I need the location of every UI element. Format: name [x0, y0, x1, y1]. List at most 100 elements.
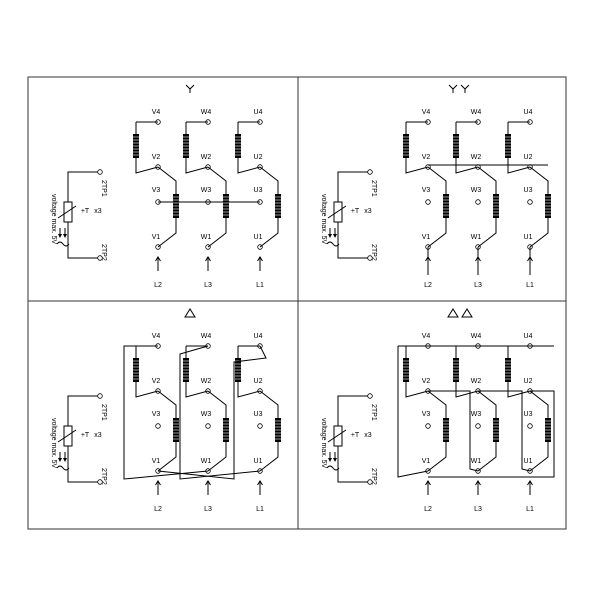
label-v2: V2 [152, 378, 161, 385]
thermistor-lead-top [67, 171, 98, 202]
ptc-slash [57, 429, 77, 443]
delta-symbol [184, 308, 196, 318]
label-v4: V4 [422, 109, 431, 116]
terminal-2tp1 [367, 169, 373, 175]
wire [427, 442, 447, 472]
label-l2: L2 [424, 282, 432, 289]
label-u4: U4 [254, 109, 263, 116]
thermistor-lead-bottom [337, 446, 368, 483]
delta-link [179, 345, 261, 480]
ptc-resistor [333, 425, 343, 447]
arrow-head [328, 234, 332, 238]
arrow-head [257, 256, 263, 262]
wire [135, 382, 159, 398]
label-l3: L3 [204, 282, 212, 289]
voltage-label: voltage max. 5V [50, 194, 57, 245]
label-w3: W3 [471, 187, 482, 194]
arrow-head [58, 458, 62, 462]
ptc-count-label: x3 [94, 432, 102, 439]
ptc-slash [57, 205, 77, 219]
label-l1: L1 [526, 282, 534, 289]
terminal-2tp1 [367, 393, 373, 399]
label-v4: V4 [152, 109, 161, 116]
terminal-w3 [475, 199, 481, 205]
lower-winding [545, 418, 551, 442]
terminal-u3 [527, 199, 533, 205]
label-w4: W4 [471, 333, 482, 340]
label-l2: L2 [424, 506, 432, 513]
ptc-resistor [63, 201, 73, 223]
label-u3: U3 [254, 411, 263, 418]
arrow-head [333, 458, 337, 462]
label-w1: W1 [201, 234, 212, 241]
wire [207, 166, 227, 194]
wire [157, 218, 177, 248]
label-u2: U2 [254, 378, 263, 385]
voltage-label: voltage max. 5V [50, 418, 57, 469]
label-l3: L3 [474, 282, 482, 289]
label-w2: W2 [471, 378, 482, 385]
wire [207, 218, 227, 248]
upper-winding [183, 358, 189, 382]
wire [529, 442, 549, 472]
label-l2: L2 [154, 282, 162, 289]
wire [477, 218, 497, 248]
thermistor-lead-top [337, 171, 368, 202]
arrow-head [475, 480, 481, 486]
terminal-v3 [425, 423, 431, 429]
arrow-head [205, 480, 211, 486]
label-w4: W4 [201, 109, 212, 116]
arrow-head [527, 480, 533, 486]
terminal-w3 [475, 423, 481, 429]
label-u2: U2 [524, 154, 533, 161]
label-2tp1: 2TP1 [100, 180, 107, 197]
label-u2: U2 [254, 154, 263, 161]
lower-winding [443, 194, 449, 218]
label-u4: U4 [524, 109, 533, 116]
supply-arrow-l3 [475, 480, 481, 495]
lower-winding [173, 194, 179, 218]
arrow-head [58, 234, 62, 238]
thermistor-lead-top [67, 395, 98, 426]
lower-winding [223, 194, 229, 218]
supply-arrow-l1 [527, 480, 533, 495]
arrow-head [63, 458, 67, 462]
label-l1: L1 [256, 282, 264, 289]
lower-winding [493, 418, 499, 442]
terminal-2tp1 [97, 169, 103, 175]
thermistor-lead-bottom [67, 222, 98, 259]
label-v3: V3 [422, 187, 431, 194]
wire [185, 382, 209, 398]
wire [259, 166, 279, 194]
label-w1: W1 [201, 458, 212, 465]
lower-winding [493, 194, 499, 218]
ptc-type-label: +T [81, 208, 90, 215]
ptc-slash [327, 205, 347, 219]
ptc-count-label: x3 [94, 208, 102, 215]
label-w3: W3 [201, 411, 212, 418]
label-v4: V4 [422, 333, 431, 340]
label-u3: U3 [524, 187, 533, 194]
wire [507, 382, 531, 398]
supply-arrow-l2 [425, 480, 431, 495]
upper-winding [453, 134, 459, 158]
arrow-head [257, 480, 263, 486]
tilde-symbol [326, 241, 340, 247]
upper-winding [133, 134, 139, 158]
tilde-symbol [56, 465, 70, 471]
upper-winding [183, 134, 189, 158]
voltage-label: voltage max. 5V [320, 418, 327, 469]
terminal-v3 [425, 199, 431, 205]
wire [237, 382, 261, 398]
terminal-w3 [205, 423, 211, 429]
upper-winding [453, 358, 459, 382]
label-w4: W4 [201, 333, 212, 340]
wire [259, 442, 279, 472]
wire [477, 390, 497, 418]
wire [455, 382, 479, 398]
thermistor-lead-bottom [67, 446, 98, 483]
star-symbol [460, 84, 470, 93]
label-u2: U2 [524, 378, 533, 385]
upper-winding [403, 134, 409, 158]
label-2tp2: 2TP2 [100, 244, 107, 261]
